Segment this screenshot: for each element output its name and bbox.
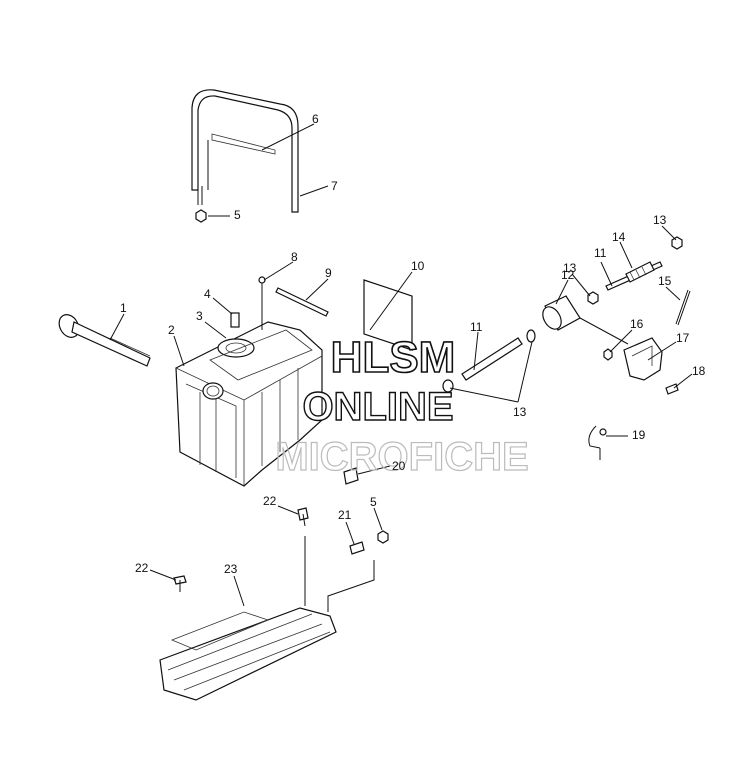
nut-13-right <box>671 236 683 250</box>
rod-9 <box>275 287 329 317</box>
callout-14: 14 <box>612 230 626 244</box>
callout-7: 7 <box>331 179 338 193</box>
pin-8 <box>258 276 266 330</box>
callout-22-upper: 22 <box>263 494 277 508</box>
callout-11-lower: 11 <box>470 320 483 334</box>
filler-cap <box>58 314 151 367</box>
watermark-line-2: ONLINE <box>302 385 453 429</box>
callout-23: 23 <box>224 562 238 576</box>
bolt-15 <box>675 289 691 326</box>
rod-11-lower <box>461 337 523 381</box>
grommet-13-b <box>442 379 454 393</box>
callout-18: 18 <box>692 364 706 378</box>
callout-20: 20 <box>392 459 406 473</box>
plate-10 <box>363 279 413 351</box>
screw-18 <box>665 383 679 395</box>
leader-lines <box>109 123 693 607</box>
bolt-22-lower <box>173 575 187 592</box>
watermark-line-3: MICROFICHE <box>275 435 528 479</box>
nut-13-mid <box>587 291 599 305</box>
callout-13-right: 13 <box>653 213 667 227</box>
callout-22-lower: 22 <box>135 561 149 575</box>
filter-12 <box>542 295 629 345</box>
fuel-tank <box>175 321 323 487</box>
callout-2: 2 <box>168 323 175 337</box>
watermark: HLSM ONLINE MICROFICHE <box>275 332 530 479</box>
callout-13-mid: 13 <box>563 261 577 275</box>
callout-1: 1 <box>120 301 127 315</box>
bolt-22-upper <box>297 507 309 527</box>
callout-8: 8 <box>291 250 298 264</box>
clamp-20 <box>343 467 359 485</box>
callout-19: 19 <box>632 428 646 442</box>
callout-15: 15 <box>658 274 672 288</box>
callout-9: 9 <box>325 266 332 280</box>
callout-3: 3 <box>196 309 203 323</box>
spring-14 <box>625 261 655 283</box>
grommet-13-a <box>526 329 536 343</box>
skid-plate-23 <box>159 607 337 701</box>
tank-strap <box>191 89 299 213</box>
assembly-lines <box>304 536 375 612</box>
callout-17: 17 <box>676 331 690 345</box>
nut-5-top <box>195 209 207 223</box>
callout-10: 10 <box>411 259 425 273</box>
callout-11-upper: 11 <box>594 246 607 260</box>
callout-labels: 1 2 3 4 5 5 6 7 8 9 10 11 11 12 13 13 13… <box>120 112 706 576</box>
callout-6: 6 <box>312 112 319 126</box>
callout-13-lower: 13 <box>513 405 527 419</box>
callout-21: 21 <box>338 508 352 522</box>
callout-12: 12 <box>561 268 575 282</box>
clip-19 <box>588 425 607 460</box>
fitting-4 <box>230 312 240 328</box>
callout-5-bottom: 5 <box>370 495 377 509</box>
bracket-17 <box>623 337 663 381</box>
spacer-21 <box>349 541 365 555</box>
callout-5-top: 5 <box>234 208 241 222</box>
nut-5-bottom <box>377 530 389 544</box>
watermark-line-1: HLSM <box>331 333 456 382</box>
callout-4: 4 <box>204 287 211 301</box>
callout-16: 16 <box>630 317 644 331</box>
